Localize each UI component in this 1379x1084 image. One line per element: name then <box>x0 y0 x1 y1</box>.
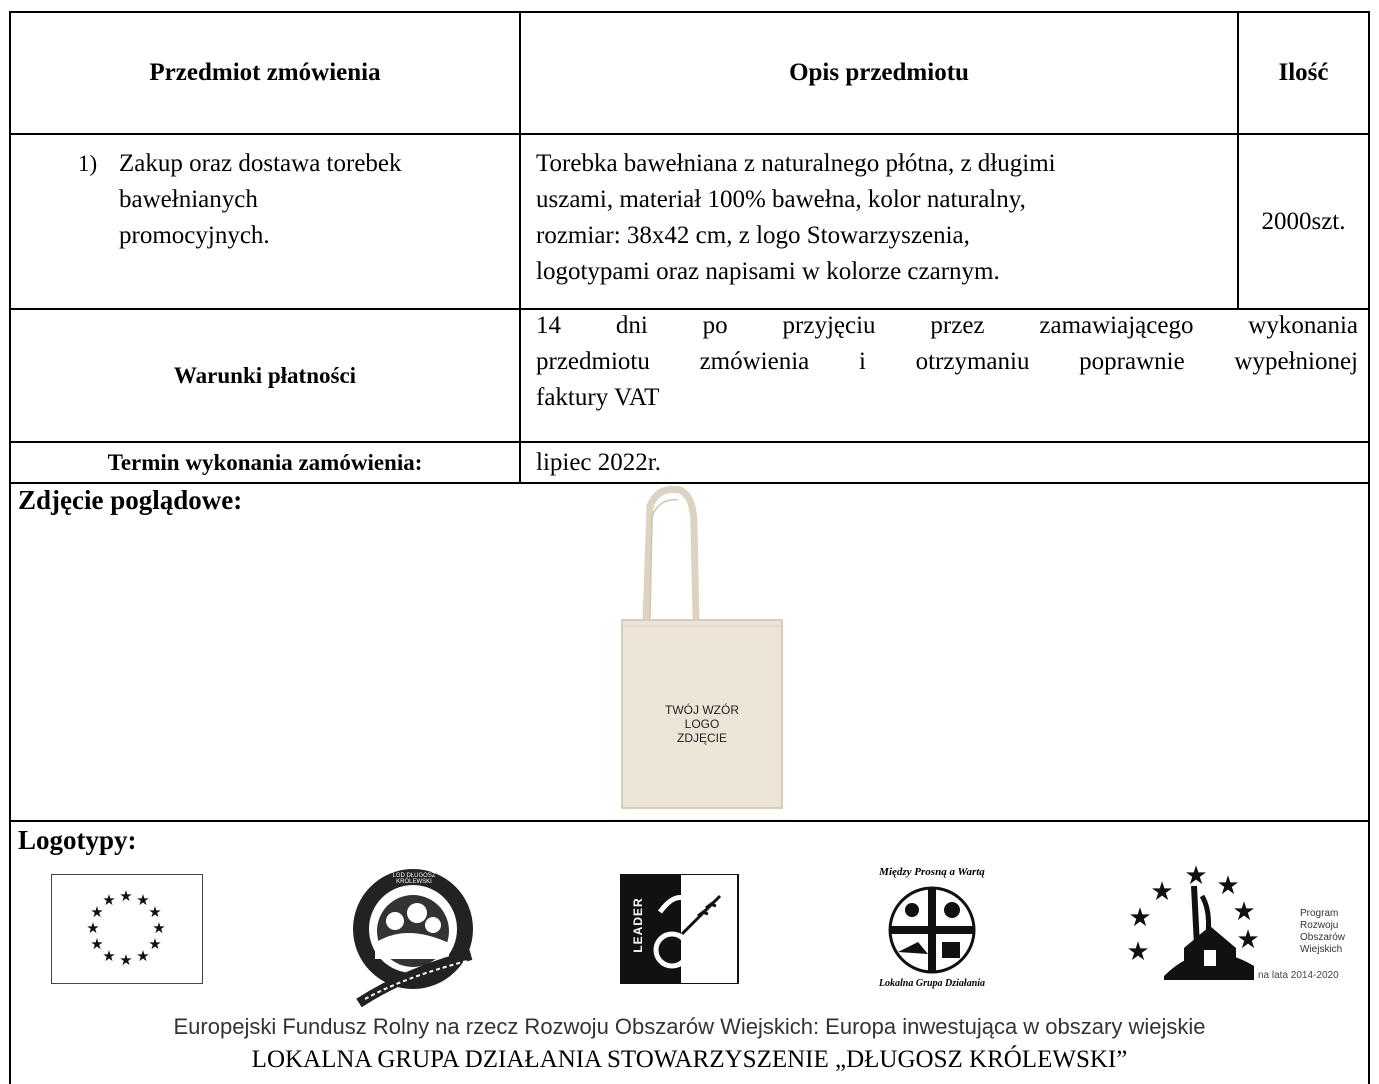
mpw-emblem-icon <box>888 886 976 974</box>
prow-text: Program Rozwoju Obszarów Wiejskich <box>1300 908 1345 956</box>
description-line: logotypami oraz napisami w kolorze czarn… <box>536 258 1000 285</box>
svg-text:★: ★ <box>102 947 115 965</box>
prow-line: Obszarów <box>1300 932 1346 943</box>
bag-print-text: TWÓJ WZÓR LOGO ZDJĘCIE <box>622 703 782 745</box>
prow-logo: ★★★ ★★★ ★ Program Rozwoju Obszarów Wiejs… <box>1124 856 1358 990</box>
header-description: Opis przedmiotu <box>789 59 969 86</box>
mpw-bottom-text: Lokalna Grupa Działania <box>878 978 986 989</box>
prow-line: Program <box>1300 908 1339 919</box>
table-column-divider <box>519 11 521 484</box>
svg-text:★: ★ <box>86 919 99 937</box>
svg-text:★: ★ <box>1126 937 1149 967</box>
footer-line-efrrow: Europejski Fundusz Rolny na rzecz Rozwoj… <box>173 1014 1206 1039</box>
item-description: Torebka bawełniana z naturalnego płótna,… <box>536 146 1236 290</box>
table-border-left <box>9 11 11 1084</box>
svg-text:★: ★ <box>148 935 161 953</box>
item-name-line: promocyjnych. <box>119 222 270 249</box>
mpw-top-text: Między Prosną a Wartą <box>879 866 985 878</box>
lgd-ring-text: LGD DŁUGOSZ KRÓLEWSKI <box>392 873 436 885</box>
prow-line: Wiejskich <box>1300 944 1343 955</box>
prow-emblem-icon: ★★★ ★★★ ★ <box>1126 861 1260 980</box>
prow-years: na lata 2014-2020 <box>1258 970 1339 981</box>
table-border-top <box>9 11 1370 13</box>
svg-text:★: ★ <box>1216 871 1239 901</box>
bag-print-line: TWÓJ WZÓR <box>665 703 739 717</box>
eu-flag-logo: ★★★ ★★★ ★★★ ★★★ <box>51 874 203 984</box>
bag-print-line: LOGO <box>684 717 720 731</box>
item-quantity: 2000szt. <box>1261 207 1346 235</box>
svg-text:★: ★ <box>148 903 161 921</box>
table-row-divider <box>9 441 1370 443</box>
svg-text:★: ★ <box>1184 861 1207 891</box>
svg-text:★: ★ <box>119 887 132 905</box>
deadline-value: lipiec 2022r. <box>536 448 661 476</box>
header-quantity: Ilość <box>1278 59 1329 86</box>
item-number: 1) <box>78 151 98 176</box>
bag-print-line: ZDJĘCIE <box>676 731 727 745</box>
svg-text:★: ★ <box>136 947 149 965</box>
leader-text: LEADER <box>631 897 645 953</box>
tote-bag-image: TWÓJ WZÓR LOGO ZDJĘCIE <box>598 485 798 821</box>
table-row-divider <box>9 308 1370 310</box>
description-line: Torebka bawełniana z naturalnego płótna,… <box>536 150 1056 177</box>
svg-text:★: ★ <box>102 891 115 909</box>
payment-terms-line: 14 dni po przyjęciu przez zamawiającego … <box>536 312 1358 339</box>
table-row-divider <box>9 820 1370 822</box>
item-name-line: bawełnianych <box>119 186 258 213</box>
lgd-dlugosz-logo: LGD DŁUGOSZ KRÓLEWSKI <box>345 863 481 1009</box>
header-item: Przedmiot zmówienia <box>149 59 381 86</box>
deadline-label: Termin wykonania zamówienia: <box>107 449 423 475</box>
footer-line-lgd: LOKALNA GRUPA DZIAŁANIA STOWARZYSZENIE „… <box>251 1046 1128 1073</box>
svg-text:★: ★ <box>136 891 149 909</box>
leader-logo: LEADER <box>620 873 740 985</box>
table-column-divider <box>1237 11 1239 310</box>
tote-bag-svg <box>602 485 794 821</box>
payment-terms-line: przedmiotu zmówienia i otrzymaniu popraw… <box>536 348 1358 375</box>
svg-text:★: ★ <box>1232 897 1255 927</box>
svg-text:★: ★ <box>90 935 103 953</box>
svg-text:★: ★ <box>152 919 165 937</box>
logos-label: Logotypy: <box>18 825 137 855</box>
item-name: Zakup oraz dostawa torebek bawełnianych … <box>119 146 514 254</box>
svg-text:★: ★ <box>1150 877 1173 907</box>
lgd-emblem-icon <box>353 869 473 1008</box>
leader-emblem-icon <box>620 873 739 985</box>
svg-text:★: ★ <box>119 951 132 969</box>
payment-terms-line: faktury VAT <box>536 384 660 411</box>
mpw-lgd-logo: Między Prosną a Wartą Lokalna Grupa Dzia… <box>858 866 1006 994</box>
table-border-right <box>1368 11 1370 1084</box>
svg-text:★: ★ <box>90 903 103 921</box>
table-row-divider <box>9 133 1370 135</box>
svg-text:★: ★ <box>1128 903 1151 933</box>
payment-terms: 14 dni po przyjęciu przez zamawiającego … <box>536 308 1358 416</box>
description-line: rozmiar: 38x42 cm, z logo Stowarzyszenia… <box>536 222 970 249</box>
svg-text:★: ★ <box>1236 925 1259 955</box>
description-line: uszami, materiał 100% bawełna, kolor nat… <box>536 186 1026 213</box>
table-row-divider <box>9 482 1370 484</box>
item-name-line: Zakup oraz dostawa torebek <box>119 150 402 177</box>
photo-label: Zdjęcie poglądowe: <box>18 485 243 515</box>
prow-line: Rozwoju <box>1300 920 1339 931</box>
payment-label: Warunki płatności <box>173 362 357 388</box>
eu-stars-icon: ★★★ ★★★ ★★★ ★★★ <box>86 887 165 969</box>
